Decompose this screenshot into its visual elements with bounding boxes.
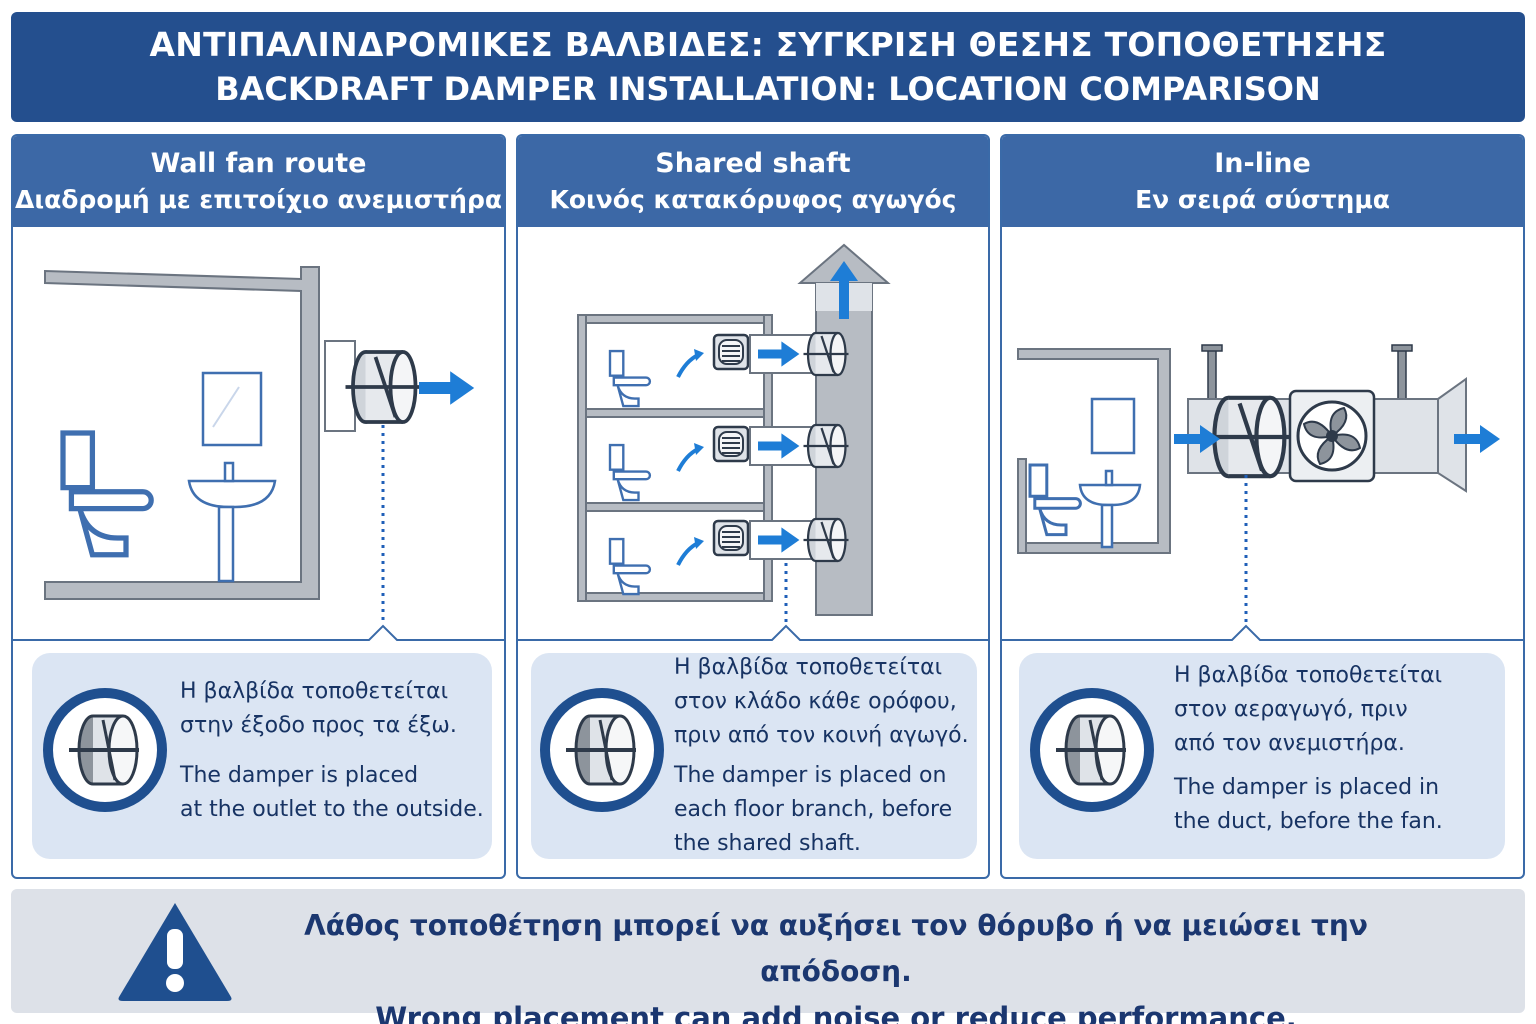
panel-title-greek: Εν σειρά σύστημα — [1135, 184, 1390, 214]
note-greek-line: στην έξοδο προς τα έξω. — [180, 713, 457, 738]
warning-text: Λάθος τοποθέτηση μπορεί να αυξήσει τον θ… — [231, 903, 1441, 1024]
note-english-line: the shared shaft. — [674, 831, 861, 856]
airflow-arrow-icon — [419, 371, 475, 405]
note-greek-line: πριν από τον κοινή αγωγό. — [674, 723, 969, 748]
note-greek-line: στον κλάδο κάθε ορόφου, — [674, 689, 957, 714]
vent-grille-icon — [712, 425, 750, 463]
airflow-arrow-icon — [830, 261, 858, 319]
shared-shaft-diagram — [577, 243, 891, 625]
note-english-line: at the outlet to the outside. — [180, 797, 484, 822]
warning-english: Wrong placement can add noise or reduce … — [375, 1001, 1297, 1024]
panel-in-line: In-line Εν σειρά σύστημα — [1000, 134, 1525, 879]
note-card: Η βαλβίδα τοποθετείται στον κλάδο κάθε ο… — [531, 653, 977, 859]
damper-icon — [537, 685, 667, 815]
note-english-line: The damper is placed on — [674, 763, 947, 788]
panel-title-english: Wall fan route — [150, 147, 367, 179]
panel-title-english: Shared shaft — [655, 147, 851, 179]
warning-icon — [118, 903, 232, 1001]
title-banner: ΑΝΤΙΠΑΛΙΝΔΡΟΜΙΚΕΣ ΒΑΛΒΙΔΕΣ: ΣΥΓΚΡΙΣΗ ΘΕΣ… — [11, 12, 1525, 122]
note-card: Η βαλβίδα τοποθετείται στην έξοδο προς τ… — [32, 653, 492, 859]
sink-icon — [1078, 469, 1142, 549]
toilet-icon — [63, 433, 151, 555]
mirror-icon — [1090, 397, 1136, 455]
panel-header: Wall fan route Διαδρομή με επιτοίχιο ανε… — [13, 136, 504, 227]
damper-icon — [802, 517, 850, 563]
note-english-line: The damper is placed — [180, 763, 419, 788]
title-english: BACKDRAFT DAMPER INSTALLATION: LOCATION … — [215, 70, 1321, 108]
toilet-icon — [1028, 463, 1082, 537]
panel-shared-shaft: Shared shaft Κοινός κατακόρυφος αγωγός — [516, 134, 990, 879]
mirror-icon — [201, 371, 263, 447]
in-line-diagram — [1017, 344, 1500, 625]
panel-header: Shared shaft Κοινός κατακόρυφος αγωγός — [518, 136, 988, 227]
note-greek-line: από τον ανεμιστήρα. — [1174, 731, 1405, 756]
note-english-line: the duct, before the fan. — [1174, 809, 1443, 834]
damper-icon — [802, 331, 850, 377]
note-text: Η βαλβίδα τοποθετείται στον κλάδο κάθε ο… — [674, 651, 969, 861]
note-text: Η βαλβίδα τοποθετείται στην έξοδο προς τ… — [180, 675, 484, 827]
fan-icon — [1288, 389, 1376, 483]
note-card: Η βαλβίδα τοποθετείται στον αεραγωγό, πρ… — [1019, 653, 1505, 859]
warning-greek: Λάθος τοποθέτηση μπορεί να αυξήσει τον θ… — [304, 909, 1368, 988]
note-greek-line: Η βαλβίδα τοποθετείται — [674, 655, 943, 680]
damper-icon — [1206, 398, 1290, 476]
wall-fan-diagram — [44, 266, 475, 625]
note-greek-line: Η βαλβίδα τοποθετείται — [1174, 663, 1443, 688]
panel-wall-fan-route: Wall fan route Διαδρομή με επιτοίχιο ανε… — [11, 134, 506, 879]
damper-icon — [40, 685, 170, 815]
damper-icon — [343, 350, 423, 424]
damper-icon — [802, 423, 850, 469]
sink-icon — [187, 461, 277, 583]
note-english-line: The damper is placed in — [1174, 775, 1440, 800]
note-english-line: each floor branch, before — [674, 797, 953, 822]
panel-title-greek: Κοινός κατακόρυφος αγωγός — [549, 184, 957, 214]
vent-grille-icon — [712, 333, 750, 371]
panel-title-english: In-line — [1214, 147, 1311, 179]
note-greek-line: στον αεραγωγό, πριν — [1174, 697, 1408, 722]
title-greek: ΑΝΤΙΠΑΛΙΝΔΡΟΜΙΚΕΣ ΒΑΛΒΙΔΕΣ: ΣΥΓΚΡΙΣΗ ΘΕΣ… — [149, 25, 1387, 64]
vent-grille-icon — [712, 519, 750, 557]
note-text: Η βαλβίδα τοποθετείται στον αεραγωγό, πρ… — [1174, 659, 1443, 839]
note-greek-line: Η βαλβίδα τοποθετείται — [180, 679, 449, 704]
panel-header: In-line Εν σειρά σύστημα — [1002, 136, 1523, 227]
damper-icon — [1027, 685, 1157, 815]
panel-title-greek: Διαδρομή με επιτοίχιο ανεμιστήρα — [14, 184, 503, 214]
warning-banner: Λάθος τοποθέτηση μπορεί να αυξήσει τον θ… — [11, 889, 1525, 1024]
